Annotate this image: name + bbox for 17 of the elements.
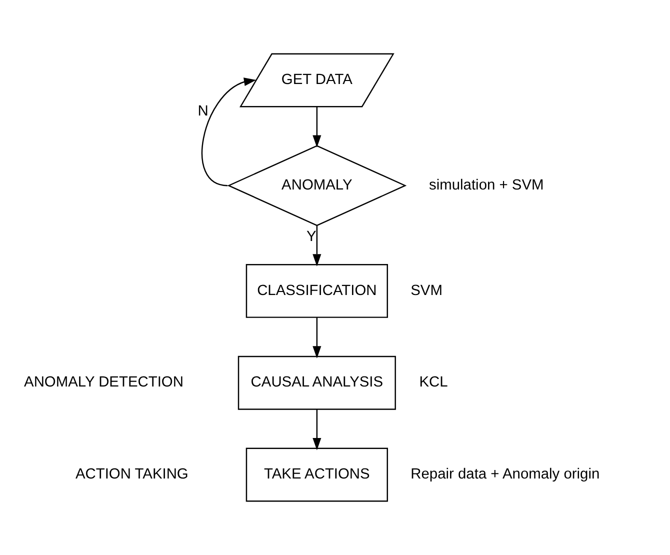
node-label: simulation + SVM (429, 177, 544, 194)
arrow (312, 226, 322, 266)
node-label: SVM (410, 282, 442, 299)
node-diamond: ANOMALY (227, 145, 407, 226)
node-label: Repair data + Anomaly origin (410, 466, 600, 483)
arrow (312, 106, 322, 148)
edge-label: N (198, 104, 208, 120)
node-box: TAKE ACTIONS (246, 448, 388, 502)
node-label: KCL (419, 374, 448, 391)
label: ANOMALY DETECTION (24, 374, 184, 391)
label: ACTION TAKING (75, 466, 188, 483)
arrow (201, 78, 256, 186)
node-box: CLASSIFICATION (246, 264, 388, 318)
arrow (312, 318, 322, 358)
arrow (312, 409, 322, 450)
node-box: CAUSAL ANALYSIS (238, 356, 396, 410)
edge-label: Y (306, 228, 316, 245)
